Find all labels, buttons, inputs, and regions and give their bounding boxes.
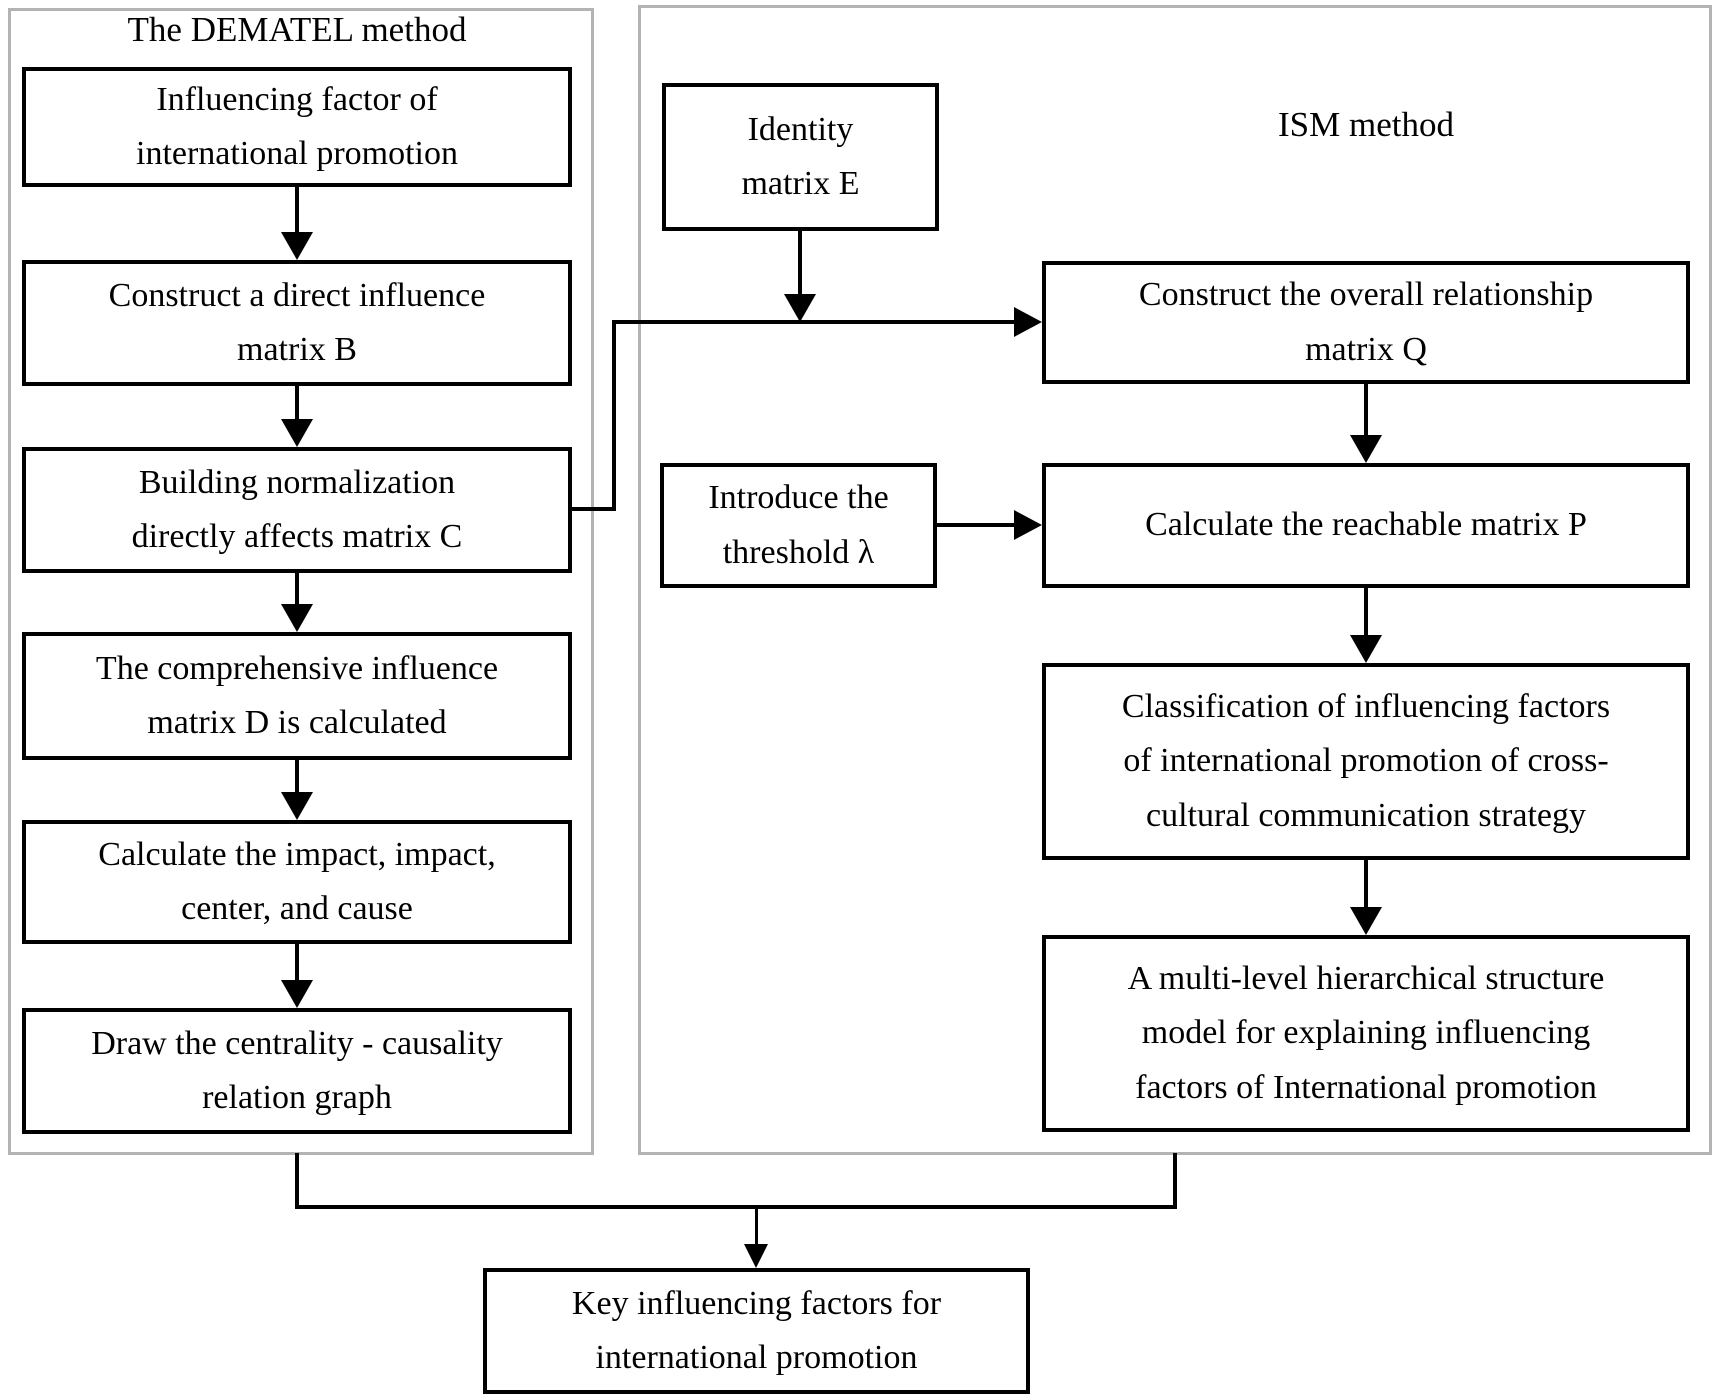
connector-step1-step2 xyxy=(295,187,299,234)
connector-convergence-bar xyxy=(295,1205,1177,1209)
connector-threshold-to-p xyxy=(937,523,1016,527)
arrowhead-identity-e xyxy=(784,294,816,322)
dematel-step-centrality-causality-graph: Draw the centrality - causality relation… xyxy=(22,1008,572,1134)
connector-classification-to-model xyxy=(1364,860,1368,909)
dematel-panel xyxy=(8,8,594,1155)
connector-c-to-q xyxy=(612,320,1014,324)
connector-identity-e-down xyxy=(798,231,802,296)
arrowhead-step5-step6 xyxy=(281,980,313,1008)
dematel-step-influencing-factor: Influencing factor of international prom… xyxy=(22,67,572,187)
ism-step-classification-of-factors: Classification of influencing factors of… xyxy=(1042,663,1690,860)
arrowhead-to-output xyxy=(744,1244,768,1268)
ism-step-multilevel-hierarchical-model: A multi-level hierarchical structure mod… xyxy=(1042,935,1690,1132)
connector-c-stub xyxy=(572,507,616,511)
arrowhead-classification-to-model xyxy=(1350,907,1382,935)
dematel-step-comprehensive-matrix-d: The comprehensive influence matrix D is … xyxy=(22,632,572,760)
arrowhead-into-matrix-p xyxy=(1014,510,1042,540)
connector-ism-drop xyxy=(1173,1153,1177,1209)
connector-dematel-drop xyxy=(295,1153,299,1209)
arrowhead-step1-step2 xyxy=(281,232,313,260)
connector-c-riser xyxy=(612,320,616,511)
dematel-step-calculate-impact: Calculate the impact, impact, center, an… xyxy=(22,820,572,944)
dematel-panel-title: The DEMATEL method xyxy=(127,10,467,49)
connector-p-to-classification xyxy=(1364,588,1368,637)
dematel-step-direct-influence-matrix-b: Construct a direct influence matrix B xyxy=(22,260,572,386)
dematel-step-normalization-matrix-c: Building normalization directly affects … xyxy=(22,447,572,573)
ism-panel-title: ISM method xyxy=(1278,105,1454,144)
connector-step3-step4 xyxy=(295,573,299,606)
ism-identity-matrix-box: Identity matrix E xyxy=(662,83,939,231)
arrowhead-step2-step3 xyxy=(281,419,313,447)
output-box-key-factors: Key influencing factors for internationa… xyxy=(483,1268,1030,1394)
ism-step-reachable-matrix-p: Calculate the reachable matrix P xyxy=(1042,463,1690,588)
connector-to-output xyxy=(755,1205,758,1245)
arrowhead-p-to-classification xyxy=(1350,635,1382,663)
arrowhead-q-to-p xyxy=(1350,435,1382,463)
ism-threshold-box: Introduce the threshold λ xyxy=(660,463,937,588)
connector-step5-step6 xyxy=(295,944,299,982)
ism-step-overall-relationship-matrix-q: Construct the overall relationship matri… xyxy=(1042,261,1690,384)
connector-step4-step5 xyxy=(295,760,299,794)
arrowhead-step4-step5 xyxy=(281,792,313,820)
connector-step2-step3 xyxy=(295,386,299,421)
arrowhead-into-matrix-q xyxy=(1014,307,1042,337)
connector-q-to-p xyxy=(1364,384,1368,437)
arrowhead-step3-step4 xyxy=(281,604,313,632)
